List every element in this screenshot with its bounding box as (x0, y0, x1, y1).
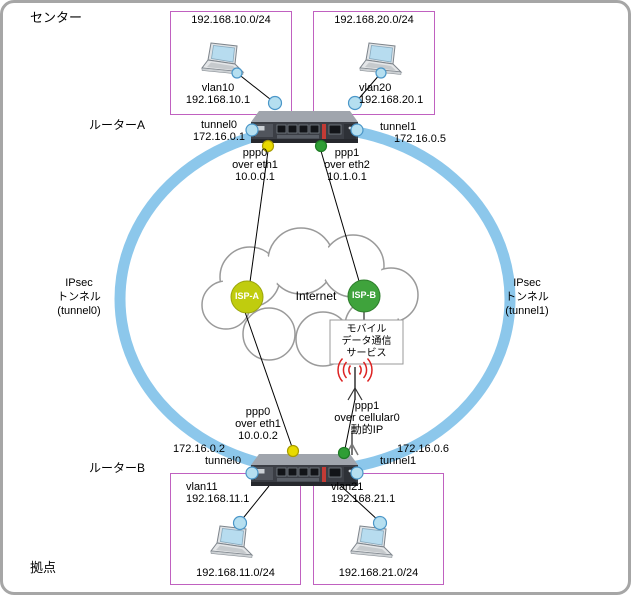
node-dot-laptop10 (231, 67, 243, 79)
router-b-ppp1-over: over cellular0 (334, 412, 400, 424)
subnet-label-10: 192.168.10.0/24 (191, 14, 271, 26)
vlan11-label: vlan11 (186, 481, 218, 493)
node-dot-vlan11 (232, 515, 248, 531)
ipsec-right-line2: トンネル (505, 291, 549, 303)
router-a-ppp1-ip: 10.1.0.1 (327, 171, 367, 183)
router-a-ppp1-label: ppp1 (334, 147, 360, 159)
router-b-ppp0-label: ppp0 (245, 406, 271, 418)
network-diagram (114, 11, 516, 585)
wan-dot-ppp0-b (286, 444, 300, 458)
lan-node-dots (231, 67, 388, 531)
router-b-tunnel1-label: tunnel1 (380, 455, 417, 467)
site-label-center: センター (30, 10, 83, 25)
internet-label: Internet (295, 289, 337, 303)
laptop-lan21-icon (350, 525, 393, 558)
router-a-tunnel0-label: tunnel0 (200, 119, 238, 131)
lan-box-21 (313, 473, 444, 585)
router-a-ppp0-ip: 10.0.0.1 (235, 171, 275, 183)
link-routerB-laptop11 (239, 485, 270, 523)
vlan21-label: vlan21 (331, 481, 364, 493)
mobile-service-line1: モバイル (346, 324, 387, 335)
wan-dot-ppp0-a (261, 139, 275, 153)
ipsec-left-line2: トンネル (57, 291, 101, 303)
ipsec-left-line1: IPsec (65, 277, 93, 289)
link-laptop10-routerA (236, 72, 276, 104)
node-dot-tunnel1-a (350, 123, 364, 137)
subnet-label-21: 192.168.21.0/24 (338, 567, 419, 579)
ipsec-right-line3: (tunnel1) (505, 305, 549, 317)
vlan20-label: vlan20 (359, 82, 392, 94)
mobile-service-box (329, 319, 404, 365)
router-a-label: ルーターA (89, 118, 146, 132)
router-a-tunnel1-ip: 172.16.0.5 (394, 133, 446, 145)
router-b-ppp0-ip: 10.0.0.2 (238, 430, 278, 442)
node-dot-vlan20 (347, 95, 363, 111)
link-ppp0a-ispa (249, 150, 269, 283)
router-b-ppp0-over: over eth1 (235, 418, 281, 430)
node-dot-tunnel0-a (245, 123, 259, 137)
router-a-ppp0-label: ppp0 (242, 147, 268, 159)
lan-box-11 (170, 473, 301, 585)
node-dot-vlan21 (372, 515, 388, 531)
vlan10-label: vlan10 (201, 82, 235, 94)
wan-dot-ppp1-b (337, 446, 351, 460)
link-routerB-laptop21 (340, 485, 381, 523)
router-a-device (250, 110, 359, 144)
router-b-ppp1-ip: 動的IP (350, 424, 384, 436)
isp-b-label: ISP-B (351, 290, 376, 300)
lan-box-20 (313, 11, 435, 115)
wan-dot-ppp1-a (314, 139, 328, 153)
laptop-lan11-icon (210, 525, 253, 558)
router-a-ppp1-over: over eth2 (324, 159, 370, 171)
router-b-ppp1-label: ppp1 (354, 400, 380, 412)
vlan21-ip: 192.168.21.1 (331, 493, 396, 505)
mobile-service-line2: データ通信 (341, 336, 392, 347)
isp-b-node (347, 279, 381, 313)
vlan11-ip: 192.168.11.1 (186, 493, 250, 505)
link-ppp1a-ispb (320, 150, 360, 282)
lan-box-10 (170, 11, 292, 115)
node-dot-laptop20 (375, 67, 387, 79)
vlan20-ip: 192.168.20.1 (359, 94, 424, 106)
isp-a-label: ISP-A (234, 291, 259, 301)
ipsec-right-line1: IPsec (513, 277, 541, 289)
link-ispa-ppp0b (244, 311, 293, 448)
node-dot-tunnel1-b (350, 466, 364, 480)
router-b-label: ルーターB (89, 461, 146, 475)
router-b-tunnel0-ip: 172.16.0.2 (173, 443, 225, 455)
router-a-tunnel0-ip: 172.16.0.1 (193, 131, 245, 143)
isp-a-node (230, 280, 264, 314)
node-dot-vlan10 (267, 95, 283, 111)
mobile-service-line3: サービス (346, 348, 387, 359)
subnet-label-11: 192.168.11.0/24 (196, 567, 275, 579)
node-dot-tunnel0-b (245, 466, 259, 480)
router-a-ppp0-over: over eth1 (232, 159, 278, 171)
router-b-tunnel1-ip: 172.16.0.6 (397, 443, 449, 455)
ipsec-left-line3: (tunnel0) (57, 305, 101, 317)
router-b-tunnel0-label: tunnel0 (205, 455, 242, 467)
link-antenna-ppp1b (344, 398, 356, 450)
site-label-branch: 拠点 (30, 560, 57, 575)
vlan10-ip: 192.168.10.1 (185, 94, 251, 106)
base-station-antenna-icon (337, 357, 373, 401)
router-a-tunnel1-label: tunnel1 (380, 121, 417, 133)
subnet-label-20: 192.168.20.0/24 (334, 14, 414, 26)
